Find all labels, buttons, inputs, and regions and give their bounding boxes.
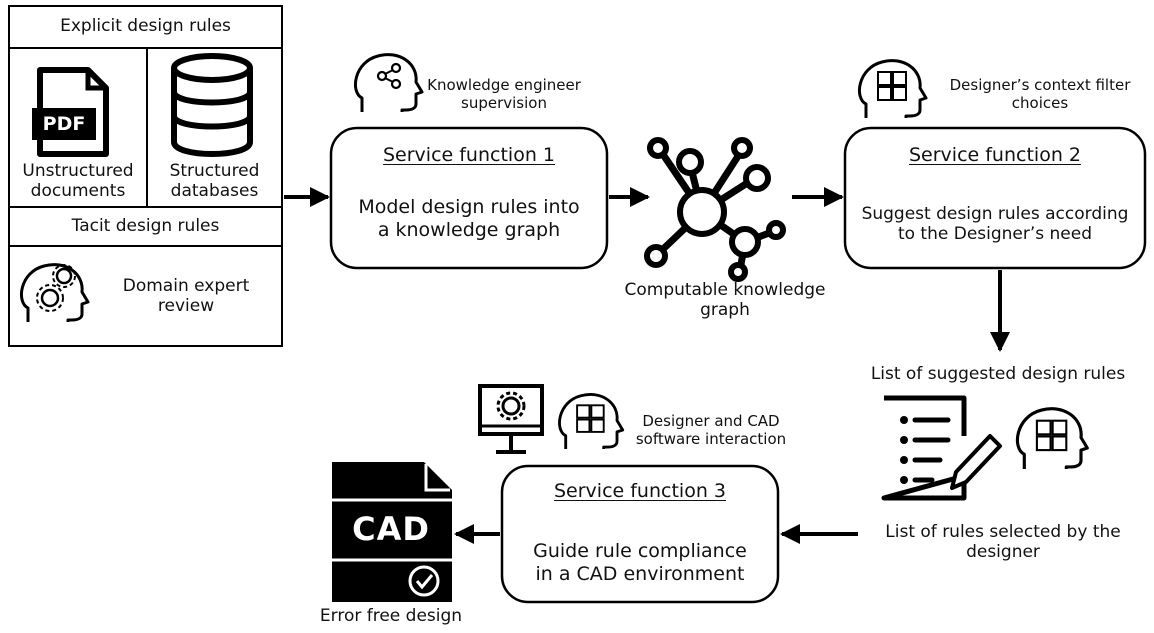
monitor-gear-icon <box>478 384 544 454</box>
service-function-2-box <box>843 126 1147 270</box>
pdf-file-icon <box>32 67 109 157</box>
error-free-caption: Error free design <box>319 606 463 626</box>
service-function-1-description: Model design rules into a knowledge grap… <box>358 196 580 241</box>
selected-rules-label: List of rules selected by the designer <box>885 522 1121 563</box>
designer-context-annotation: Designer’s context filter choices <box>949 76 1131 112</box>
service-function-2-description: Suggest design rules according to the De… <box>861 204 1129 245</box>
puzzle-head-icon <box>558 393 625 451</box>
structured-databases-label: Structured databases <box>169 161 260 202</box>
service-function-3-title: Service function 3 <box>553 480 726 502</box>
domain-expert-label: Domain expert review <box>122 276 250 317</box>
puzzle-head-icon <box>1015 407 1089 471</box>
suggested-rules-label: List of suggested design rules <box>870 364 1126 384</box>
share-head-icon <box>353 53 424 114</box>
puzzle-head-icon <box>857 59 928 120</box>
graph-label: Computable knowledge graph <box>624 280 826 321</box>
service-function-3-description: Guide rule compliance in a CAD environme… <box>533 540 747 585</box>
service-function-1-title: Service function 1 <box>382 144 555 166</box>
database-icon <box>171 53 253 157</box>
checklist-pencil-icon <box>881 395 1002 501</box>
source-panel <box>8 5 283 347</box>
unstructured-documents-label: Unstructured documents <box>22 161 134 202</box>
knowledge-graph-icon <box>644 137 786 282</box>
tacit-rules-title: Tacit design rules <box>71 216 220 236</box>
service-function-1-box <box>329 126 609 270</box>
gears-head-icon <box>19 263 90 324</box>
service-function-3-box <box>500 464 780 604</box>
cad-text: CAD <box>352 510 430 548</box>
check-circle-icon <box>408 565 440 597</box>
pdf-label: PDF <box>42 113 86 135</box>
service-function-2-title: Service function 2 <box>908 144 1081 166</box>
knowledge-engineer-annotation: Knowledge engineer supervision <box>427 76 581 112</box>
designer-cad-annotation: Designer and CAD software interaction <box>635 412 787 448</box>
explicit-rules-title: Explicit design rules <box>60 16 231 36</box>
